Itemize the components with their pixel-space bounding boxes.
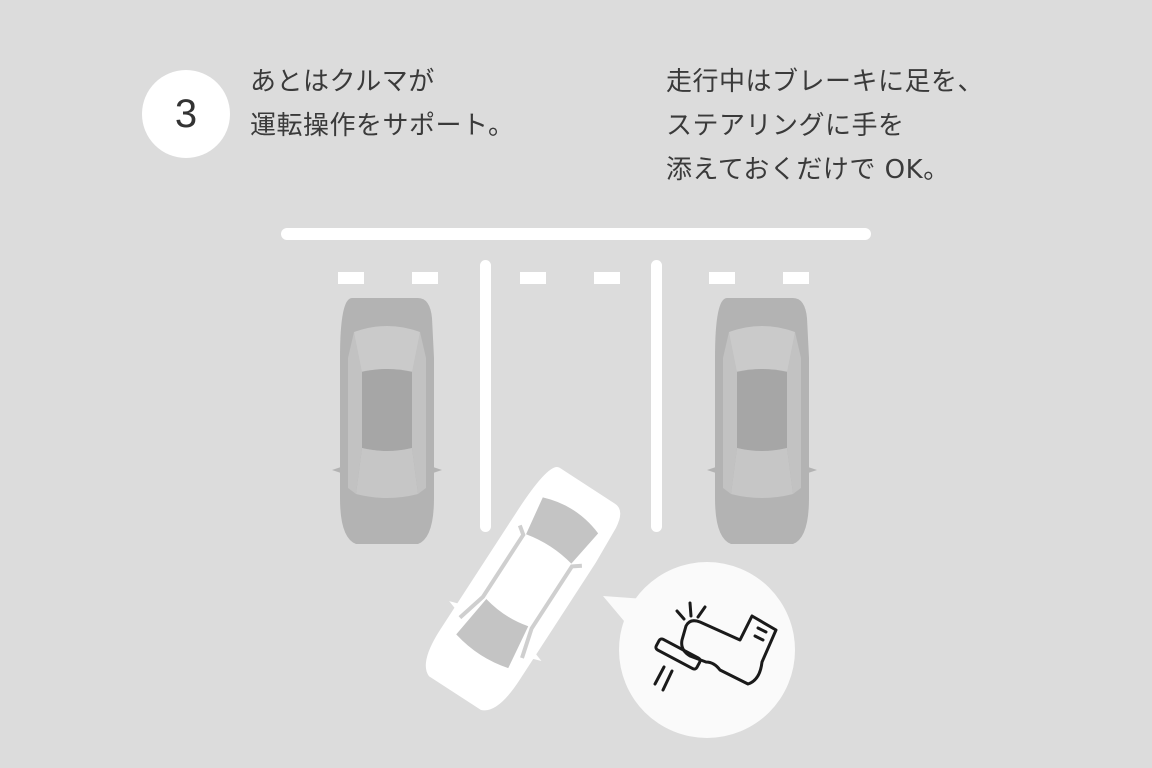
curb-line	[281, 228, 871, 240]
caption-left: あとはクルマが 運転操作をサポート。	[250, 60, 514, 148]
caption-right-line-2: ステアリングに手を	[666, 111, 905, 141]
caption-right: 走行中はブレーキに足を、 ステアリングに手を 添えておくだけで OK。	[666, 60, 984, 192]
foot-on-brake-icon	[653, 601, 778, 692]
caption-right-line-1: 走行中はブレーキに足を、	[666, 67, 985, 97]
parking-dashes	[338, 272, 809, 284]
caption-left-line-1: あとはクルマが	[250, 67, 435, 97]
caption-left-line-2: 運転操作をサポート。	[250, 111, 515, 141]
step-number-badge: 3	[142, 70, 230, 158]
caption-right-line-3: 添えておくだけで OK。	[666, 155, 950, 185]
parked-car-left	[332, 298, 442, 544]
step-number: 3	[174, 91, 198, 136]
parked-car-right	[707, 298, 817, 544]
parking-divider-right	[651, 260, 662, 532]
speech-bubble	[603, 562, 795, 738]
assisted-car	[408, 456, 636, 724]
parking-divider-left	[480, 260, 491, 532]
